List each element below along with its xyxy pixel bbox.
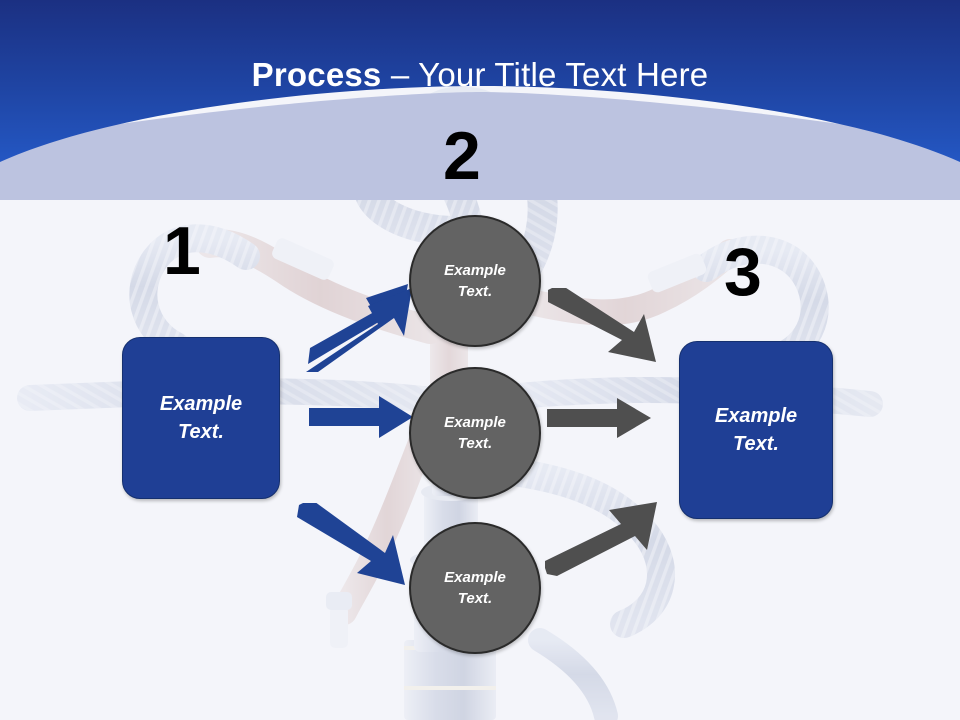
step-number-2: 2 — [443, 118, 481, 194]
circle-top-line2: Text. — [457, 283, 493, 300]
arrow-left-to-middle-circle — [309, 396, 413, 438]
circle-middle-line1: Example — [444, 414, 506, 431]
circle-bottom-line1: Example — [444, 569, 506, 586]
page-title-rest: – Your Title Text Here — [381, 56, 709, 93]
process-step-circle-bottom-label: Example Text. — [444, 567, 506, 609]
process-input-box[interactable]: Example Text. — [122, 337, 280, 499]
step-number-1: 1 — [163, 213, 201, 289]
process-step-circle-middle-label: Example Text. — [444, 412, 506, 454]
arrow-middle-circle-to-right — [547, 398, 651, 438]
process-input-box-line1: Example — [159, 393, 243, 415]
arrow-left-to-top-circle — [306, 284, 412, 372]
page-title: Process – Your Title Text Here — [0, 55, 960, 95]
arrow-top-circle-to-right — [548, 288, 656, 362]
process-input-box-label: Example Text. — [160, 390, 242, 446]
arrow-left-to-bottom-circle — [297, 503, 405, 585]
process-output-box-label: Example Text. — [715, 402, 797, 458]
process-input-box-line2: Text. — [178, 421, 224, 443]
circle-bottom-line2: Text. — [457, 590, 493, 607]
process-step-circle-bottom[interactable]: Example Text. — [409, 522, 541, 654]
process-step-circle-middle[interactable]: Example Text. — [409, 367, 541, 499]
process-step-circle-top[interactable]: Example Text. — [409, 215, 541, 347]
circle-top-line1: Example — [444, 262, 506, 279]
process-output-box[interactable]: Example Text. — [679, 341, 833, 519]
circle-middle-line2: Text. — [457, 435, 493, 452]
process-output-box-line2: Text. — [733, 433, 779, 455]
process-output-box-line1: Example — [714, 405, 798, 427]
step-number-3: 3 — [724, 234, 762, 310]
page-title-strong: Process — [251, 56, 382, 93]
process-step-circle-top-label: Example Text. — [444, 260, 506, 302]
arrow-bottom-circle-to-right — [545, 502, 657, 576]
